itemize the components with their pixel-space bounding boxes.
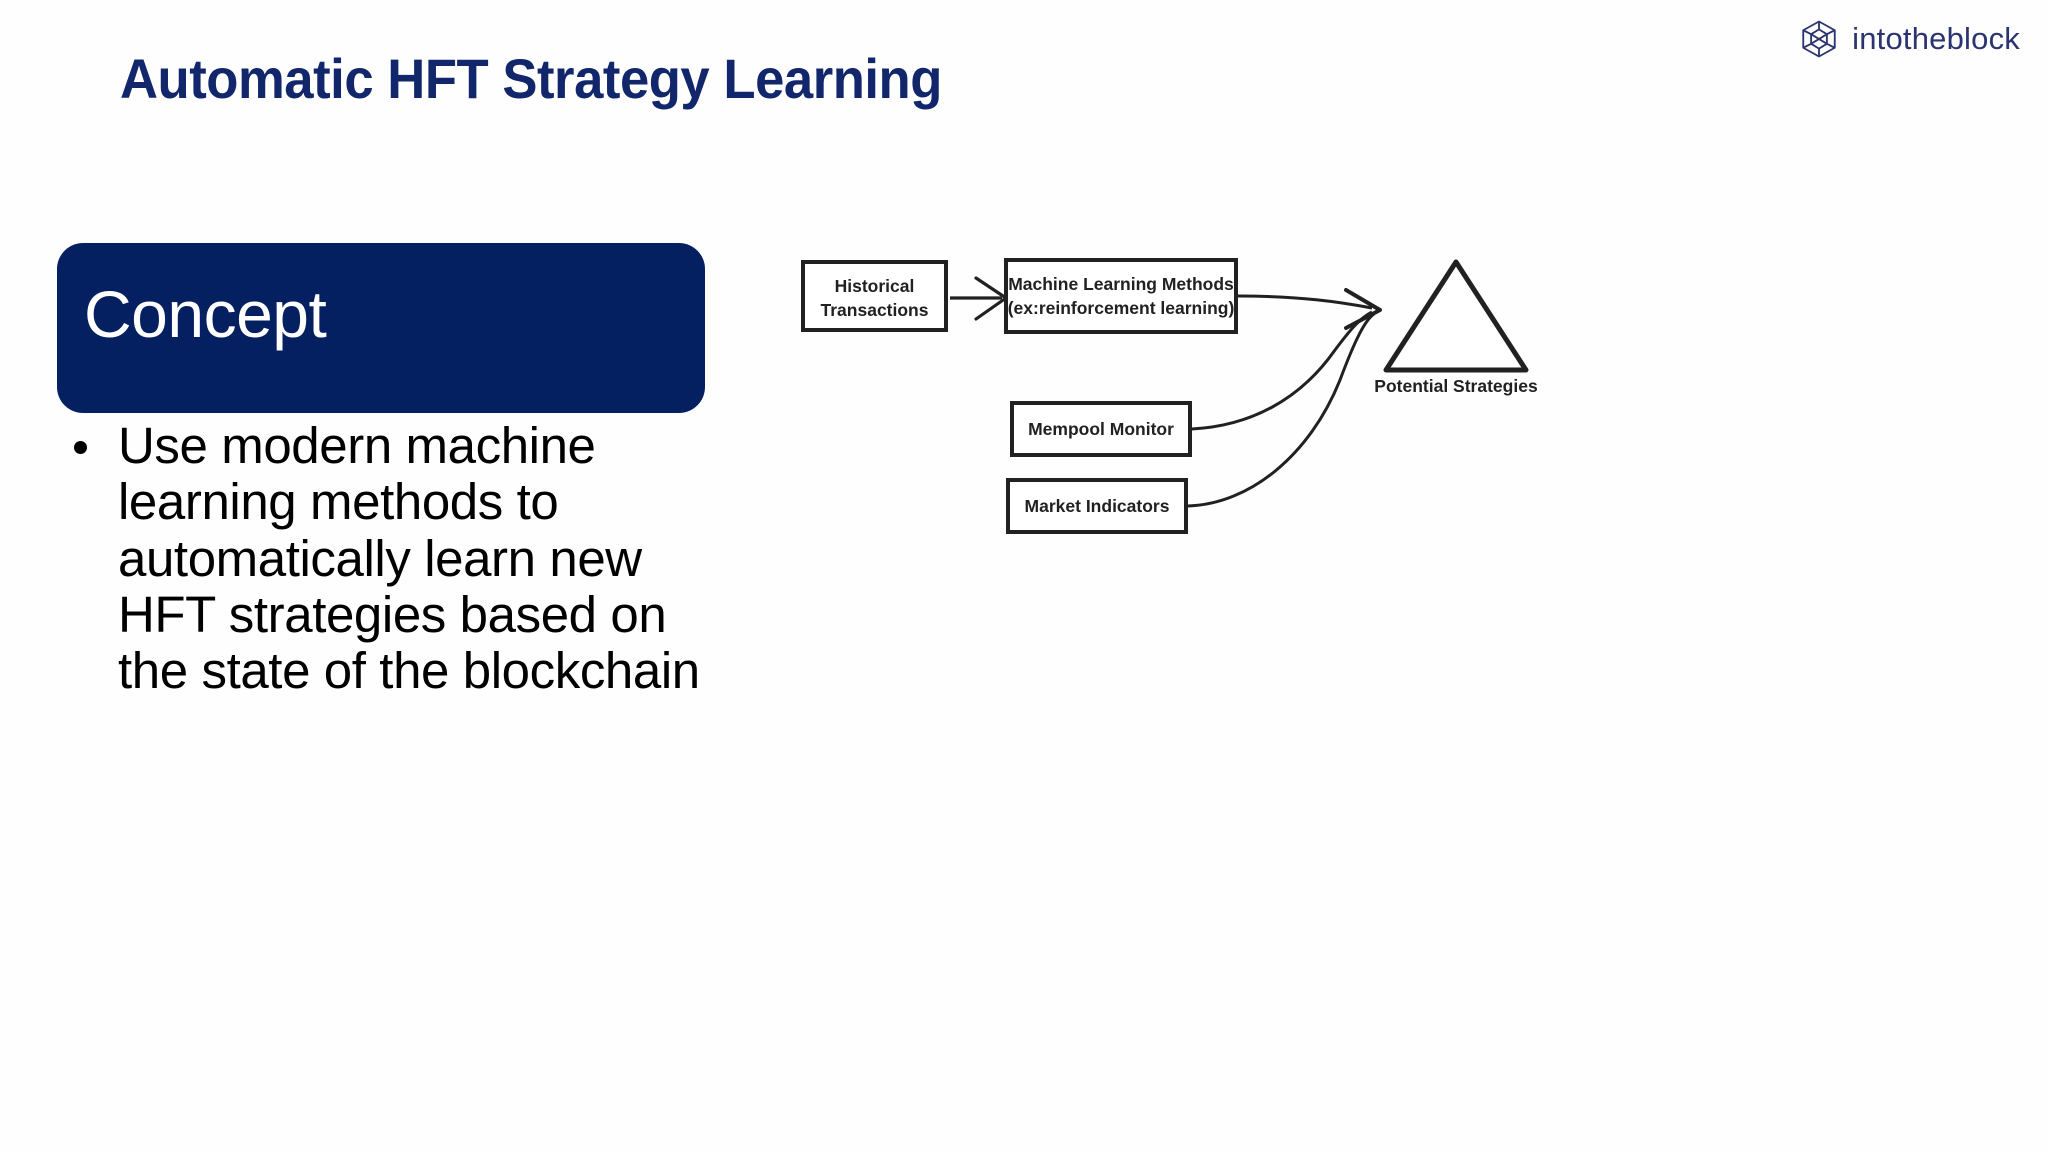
diagram-node-historical-transactions: Historical Transactions [801, 260, 948, 332]
diagram-node-mempool-monitor: Mempool Monitor [1010, 401, 1192, 457]
list-item: Use modern machine learning methods to a… [66, 417, 706, 700]
diagram-node-potential-strategies: Potential Strategies [1374, 259, 1538, 396]
pipeline-diagram: Historical Transactions Machine Learning… [780, 240, 2010, 570]
diagram-node-machine-learning-methods: Machine Learning Methods (ex:reinforceme… [1004, 258, 1238, 334]
node-label-line: Historical [835, 276, 915, 296]
node-caption: Potential Strategies [1374, 376, 1538, 396]
node-label-line: Machine Learning Methods [1008, 274, 1234, 294]
concept-bullet-list: Use modern machine learning methods to a… [66, 417, 706, 700]
diagram-edge-historical-to-ml [950, 276, 1008, 321]
hexagon-cube-icon [1798, 18, 1840, 60]
node-label-line: Transactions [821, 300, 929, 320]
brand-logo: intotheblock [1798, 18, 2020, 60]
concept-banner-label: Concept [84, 277, 327, 351]
bullet-dot-icon [74, 441, 87, 455]
node-label-line: Mempool Monitor [1028, 419, 1174, 439]
diagram-arrowhead-icon [1344, 288, 1382, 330]
node-label-line: (ex:reinforcement learning) [1008, 298, 1235, 318]
node-label-line: Market Indicators [1025, 496, 1170, 516]
brand-name: intotheblock [1852, 21, 2020, 56]
diagram-edge-ml-to-strategies [1237, 294, 1373, 310]
diagram-edge-market-to-strategies [1187, 312, 1375, 508]
page-title: Automatic HFT Strategy Learning [120, 47, 942, 110]
concept-banner: Concept [57, 243, 705, 413]
bullet-text: Use modern machine learning methods to a… [118, 417, 700, 700]
diagram-node-market-indicators: Market Indicators [1006, 478, 1188, 534]
